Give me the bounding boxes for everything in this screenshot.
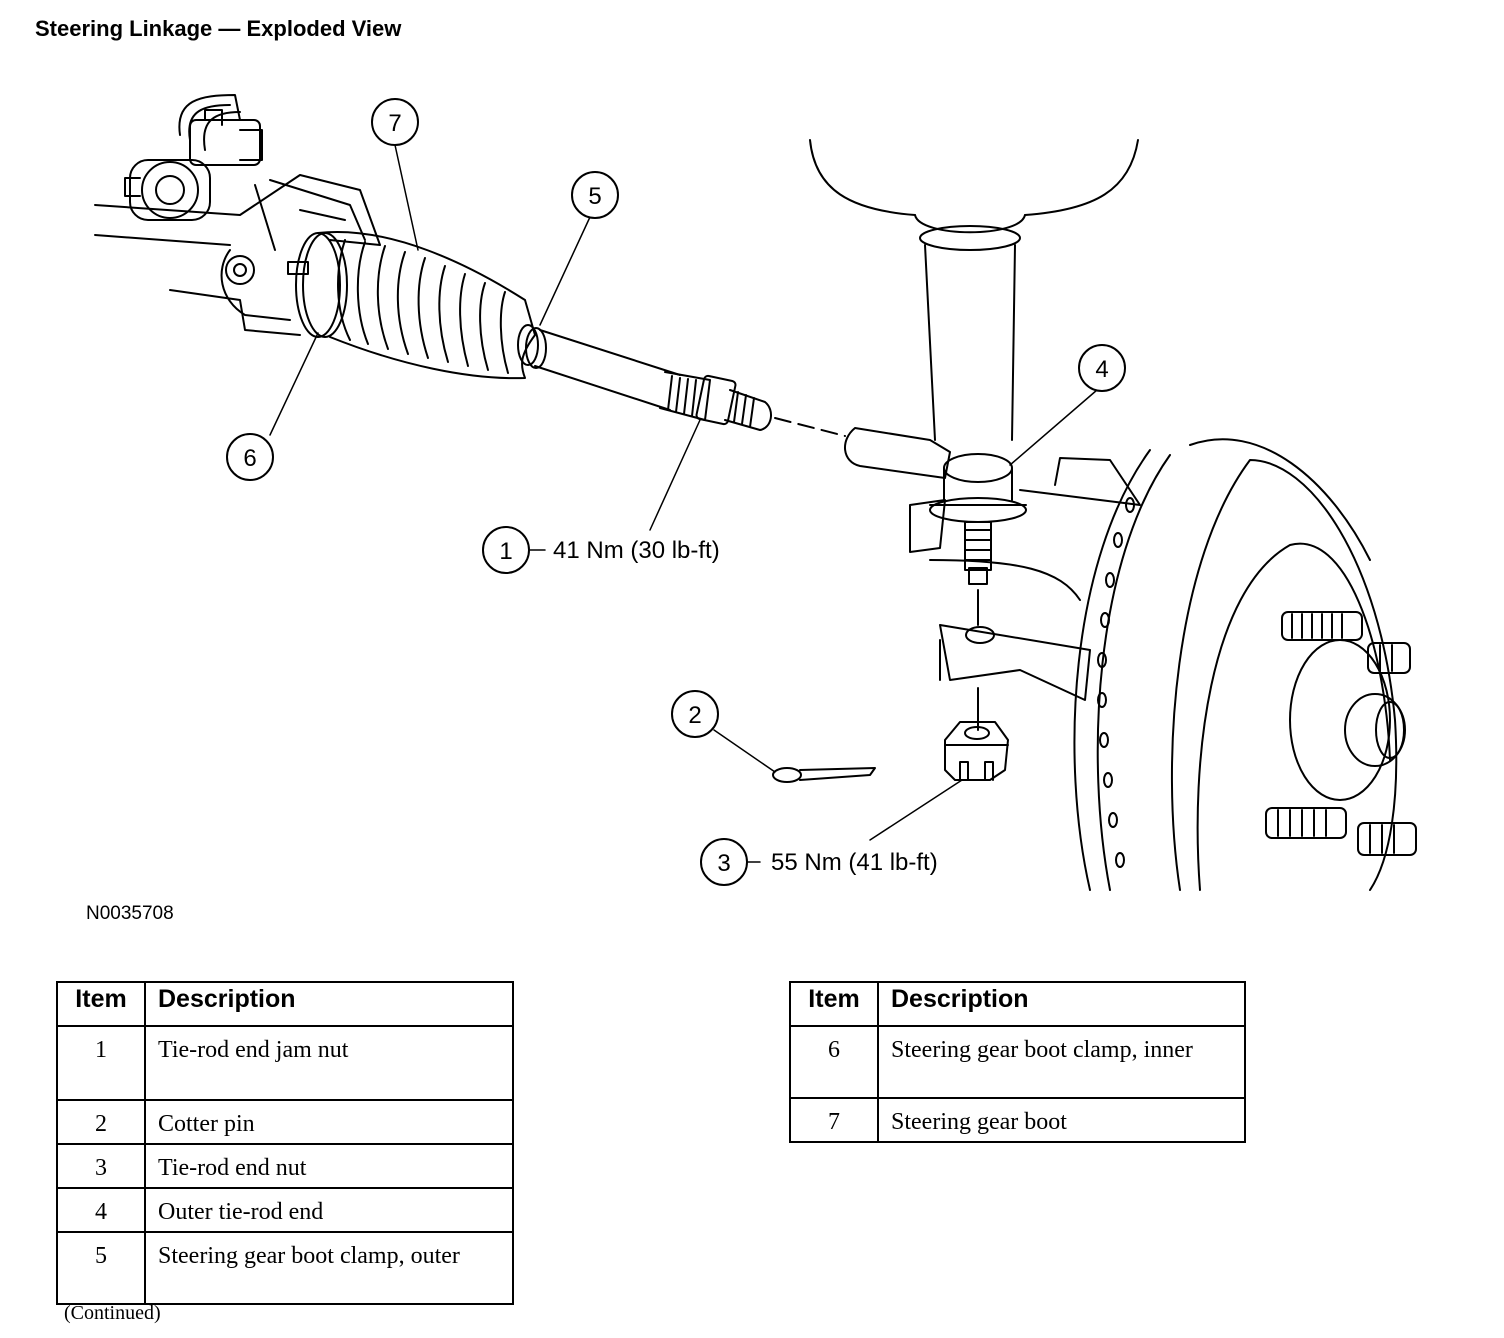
table-row: 1 Tie-rod end jam nut xyxy=(56,1025,514,1101)
callout-2: 2 xyxy=(671,690,719,738)
table-row: 3 Tie-rod end nut xyxy=(56,1143,514,1189)
callout-3: 3 55 Nm (41 lb-ft) xyxy=(700,838,938,886)
callout-4: 4 xyxy=(1078,344,1126,392)
legend-table-right: Item Description 6 Steering gear boot cl… xyxy=(789,981,1246,1143)
svg-text:2: 2 xyxy=(688,702,701,729)
column-header-item: Item xyxy=(56,981,146,1027)
steering-linkage-diagram: 7 5 4 6 1 41 Nm (30 lb-ft) 2 3 55 Nm (41… xyxy=(94,94,1417,891)
assembly-line xyxy=(774,417,846,437)
cotter-pin xyxy=(772,767,876,783)
torque-spec-1: 41 Nm (30 lb-ft) xyxy=(553,537,720,564)
svg-text:6: 6 xyxy=(243,445,256,472)
svg-text:5: 5 xyxy=(588,183,601,210)
table-header-row: Item Description xyxy=(789,981,1246,1027)
torque-spec-3: 55 Nm (41 lb-ft) xyxy=(771,849,938,876)
callout-6: 6 xyxy=(226,433,274,481)
inner-tie-rod xyxy=(534,329,772,431)
brake-rotor xyxy=(1073,438,1398,891)
column-header-description: Description xyxy=(144,981,514,1027)
callout-7: 7 xyxy=(371,98,419,146)
table-row: 4 Outer tie-rod end xyxy=(56,1187,514,1233)
item-description: Steering gear boot clamp, outer xyxy=(144,1231,514,1305)
item-description: Outer tie-rod end xyxy=(144,1187,514,1233)
steering-gear-boot xyxy=(317,231,536,380)
callout-5: 5 xyxy=(571,171,619,219)
figure-id: N0035708 xyxy=(86,903,174,924)
wheel-hub xyxy=(1265,611,1417,856)
item-number: 5 xyxy=(56,1231,146,1305)
table-row: 6 Steering gear boot clamp, inner xyxy=(789,1025,1246,1099)
item-description: Cotter pin xyxy=(144,1099,514,1145)
leader-lines xyxy=(269,144,1098,863)
svg-text:7: 7 xyxy=(388,110,401,137)
item-number: 2 xyxy=(56,1099,146,1145)
steering-knuckle xyxy=(909,457,1141,701)
item-description: Steering gear boot xyxy=(877,1097,1246,1143)
boot-clamp-outer xyxy=(517,324,547,369)
item-number: 3 xyxy=(56,1143,146,1189)
outer-tie-rod-end xyxy=(844,427,1027,585)
table-header-row: Item Description xyxy=(56,981,514,1027)
item-number: 4 xyxy=(56,1187,146,1233)
svg-text:3: 3 xyxy=(717,850,730,877)
table-row: 2 Cotter pin xyxy=(56,1099,514,1145)
item-description: Tie-rod end nut xyxy=(144,1143,514,1189)
page-title: Steering Linkage — Exploded View xyxy=(35,16,402,41)
table-row: 7 Steering gear boot xyxy=(789,1097,1246,1143)
svg-text:1: 1 xyxy=(499,538,512,565)
table-row: 5 Steering gear boot clamp, outer xyxy=(56,1231,514,1305)
steering-gear-housing xyxy=(94,94,381,336)
castle-nut xyxy=(944,721,1009,781)
callout-1: 1 41 Nm (30 lb-ft) xyxy=(482,526,720,574)
item-description: Steering gear boot clamp, inner xyxy=(877,1025,1246,1099)
legend-table-left: Item Description 1 Tie-rod end jam nut 2… xyxy=(56,981,514,1305)
item-number: 6 xyxy=(789,1025,879,1099)
column-header-description: Description xyxy=(877,981,1246,1027)
svg-text:4: 4 xyxy=(1095,356,1108,383)
column-header-item: Item xyxy=(789,981,879,1027)
strut-assembly xyxy=(809,139,1139,441)
item-number: 7 xyxy=(789,1097,879,1143)
continued-note: (Continued) xyxy=(64,1302,161,1324)
item-description: Tie-rod end jam nut xyxy=(144,1025,514,1101)
item-number: 1 xyxy=(56,1025,146,1101)
